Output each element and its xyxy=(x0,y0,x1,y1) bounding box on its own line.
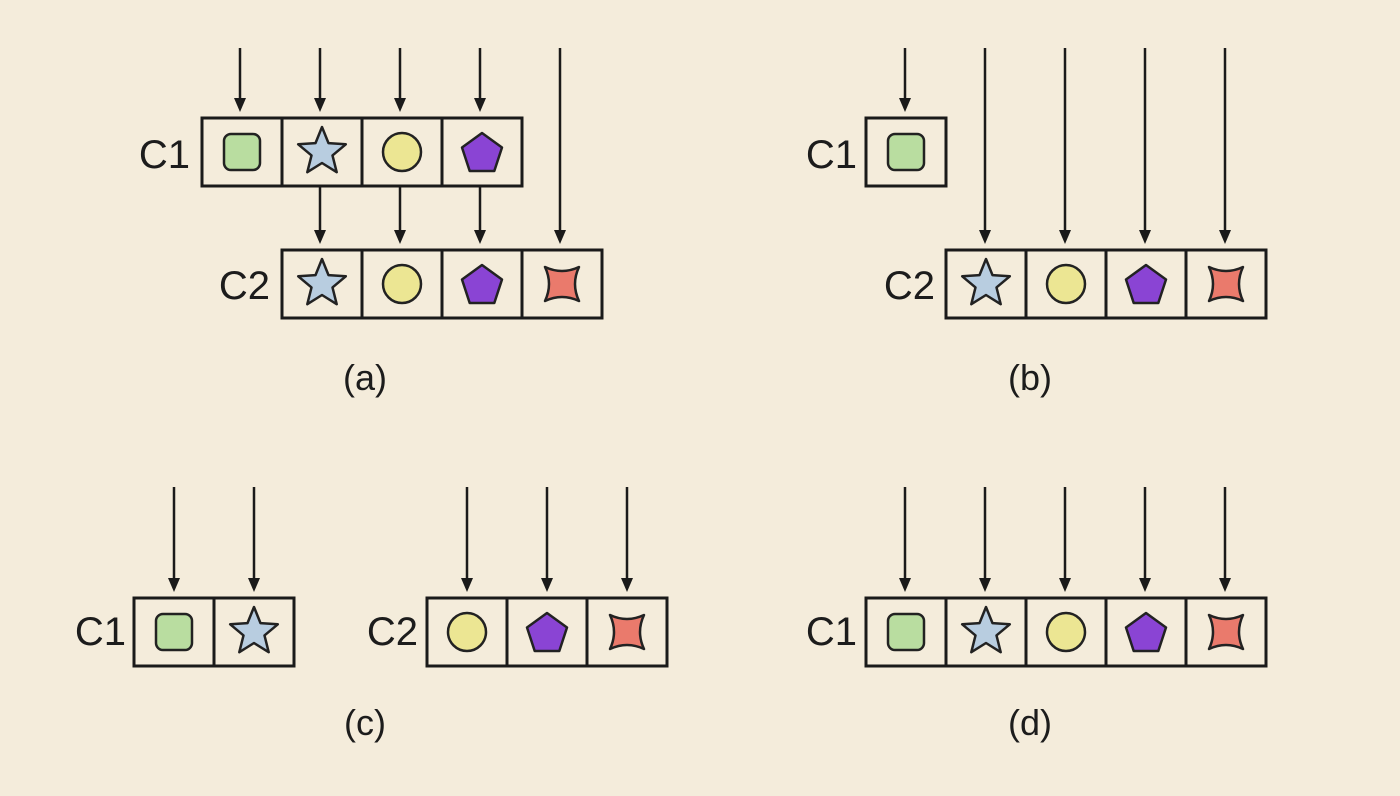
panel-c-row-2-label: C2 xyxy=(367,610,418,654)
panel-b-row-1-label: C1 xyxy=(806,133,857,177)
panel-a-input-arrow-1 xyxy=(234,48,246,112)
cross-icon xyxy=(1207,265,1245,303)
cross-icon xyxy=(608,613,646,651)
panel-d-caption: (d) xyxy=(1008,702,1052,743)
panel-d-input-arrow-2 xyxy=(979,487,991,592)
panel-a-input-arrow-2 xyxy=(314,48,326,112)
panel-a-row-2-label: C2 xyxy=(219,264,270,308)
panel-a-row-1-cell-4 xyxy=(440,116,524,188)
panel-d-input-arrow-5 xyxy=(1219,487,1231,592)
panel-a-input-arrow-3 xyxy=(394,48,406,112)
star-icon xyxy=(296,257,348,306)
panel-a-row-2-cell-2 xyxy=(360,248,444,320)
panel-c-caption: (c) xyxy=(344,702,386,743)
panel-b-long-arrow-4 xyxy=(1219,48,1231,244)
star-icon xyxy=(960,257,1012,306)
panel-b-row-2-label: C2 xyxy=(884,264,935,308)
panel-a-row-2-cell-3 xyxy=(440,248,524,320)
panel-c: C1 C2 (c) xyxy=(75,610,418,743)
square-icon xyxy=(222,132,262,172)
panel-b-long-arrow-2 xyxy=(1059,48,1071,244)
square-icon xyxy=(886,612,926,652)
circle-icon xyxy=(381,263,423,305)
cross-icon xyxy=(543,265,581,303)
panel-d: C1 (d) xyxy=(806,610,1052,743)
square-icon xyxy=(154,612,194,652)
star-icon xyxy=(228,605,280,654)
panel-d-input-arrow-1 xyxy=(899,487,911,592)
star-icon xyxy=(960,605,1012,654)
panel-b-long-arrow-3 xyxy=(1139,48,1151,244)
panel-b-input-arrow xyxy=(899,48,911,112)
panel-c-input-arrow-1 xyxy=(168,487,180,592)
panel-d-input-arrow-3 xyxy=(1059,487,1071,592)
panel-b-long-arrow-1 xyxy=(979,48,991,244)
pentagon-icon xyxy=(1124,611,1168,653)
panel-c-input-arrow-2 xyxy=(248,487,260,592)
panel-a-long-arrow xyxy=(554,48,566,244)
panel-c-row-1-label: C1 xyxy=(75,610,126,654)
panel-a-transfer-arrow-2 xyxy=(394,186,406,244)
panel-a-transfer-arrow-3 xyxy=(474,186,486,244)
square-icon xyxy=(886,132,926,172)
circle-icon xyxy=(1045,611,1087,653)
panel-d-row-1-label: C1 xyxy=(806,610,857,654)
panel-a-row-1-label: C1 xyxy=(139,133,190,177)
panel-c-input-arrow-5 xyxy=(621,487,633,592)
pentagon-icon xyxy=(1124,263,1168,305)
panel-a-caption: (a) xyxy=(343,357,387,398)
panel-b-caption: (b) xyxy=(1008,357,1052,398)
pentagon-icon xyxy=(460,263,504,305)
circle-icon xyxy=(446,611,488,653)
panel-c-input-arrow-4 xyxy=(541,487,553,592)
panel-c-input-arrow-3 xyxy=(461,487,473,592)
circle-icon xyxy=(381,131,423,173)
panel-a-transfer-arrow-1 xyxy=(314,186,326,244)
panel-a-input-arrow-4 xyxy=(474,48,486,112)
panel-b: C1 C2 (b) xyxy=(806,133,1052,398)
panel-d-input-arrow-4 xyxy=(1139,487,1151,592)
star-icon xyxy=(296,125,348,174)
cells-and-arrows-layer xyxy=(132,48,1268,668)
pentagon-icon xyxy=(525,611,569,653)
pentagon-icon xyxy=(460,131,504,173)
panel-a: C1 C2 (a) xyxy=(139,133,387,398)
circle-icon xyxy=(1045,263,1087,305)
cross-icon xyxy=(1207,613,1245,651)
